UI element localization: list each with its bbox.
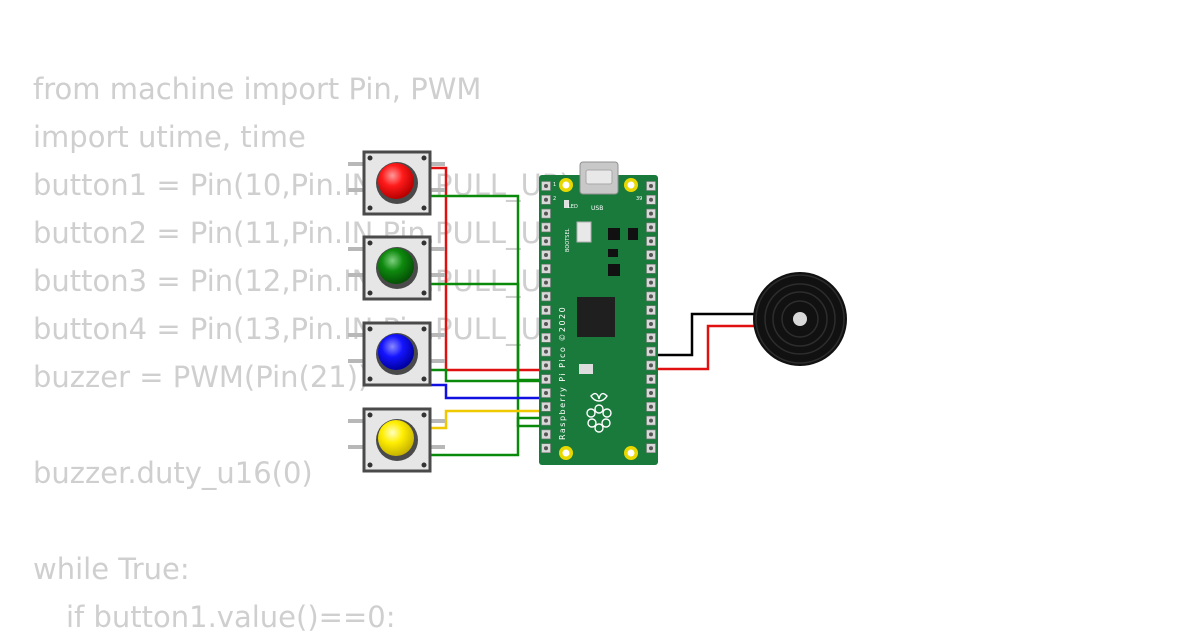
button-leg [428, 445, 445, 449]
button-leg [348, 162, 365, 166]
pushbutton-red[interactable] [348, 150, 445, 216]
board-name: Raspberry Pi Pico ©2020 [558, 306, 567, 440]
code-line: if button1.value()==0: [66, 600, 396, 634]
button-leg [348, 419, 365, 423]
button-leg [428, 273, 445, 277]
wire-buzzer-red [648, 324, 760, 371]
button-cap-yellow[interactable] [378, 420, 414, 456]
pin-label-1: 1 [553, 182, 556, 188]
button-leg [428, 188, 445, 192]
pushbuttons [348, 150, 445, 473]
button-cap-blue[interactable] [378, 334, 414, 370]
button-leg [348, 359, 365, 363]
pico-board: LED USB 1 2 39 BOOTSEL Raspberry Pi Pico… [539, 161, 658, 465]
code-line: from machine import Pin, PWM [33, 72, 482, 106]
button-cap-red[interactable] [378, 163, 414, 199]
bootsel-label: BOOTSEL [565, 228, 571, 252]
buzzer-icon [753, 272, 847, 366]
rp2040-chip [577, 297, 615, 337]
pico-pin-headers [541, 181, 656, 454]
code-line: buzzer = PWM(Pin(21)) [33, 360, 370, 394]
button-leg [348, 273, 365, 277]
pushbutton-yellow[interactable] [348, 407, 445, 473]
wire-red-gnd [431, 166, 548, 372]
code-line: while True: [33, 552, 190, 586]
wire-green-button2 [431, 282, 548, 428]
button-leg [348, 445, 365, 449]
button-cap-green[interactable] [378, 248, 414, 284]
usb-label: USB [591, 205, 603, 212]
wire-green-button1 [431, 194, 548, 382]
raspberry-logo-icon [586, 392, 612, 433]
pin-label-39: 39 [636, 196, 642, 202]
code-line: buzzer.duty_u16(0) [33, 456, 313, 490]
usb-port-icon [579, 161, 619, 195]
led-component [564, 200, 569, 208]
button-leg [428, 162, 445, 166]
pin-label-2: 2 [553, 196, 556, 202]
led-label: LED [568, 204, 578, 210]
button-leg [428, 419, 445, 423]
code-line: import utime, time [33, 120, 306, 154]
wire-blue [431, 383, 548, 400]
button-leg [348, 247, 365, 251]
button-leg [348, 333, 365, 337]
wire-buzzer-black [648, 312, 760, 357]
button-leg [428, 247, 445, 251]
button-leg [348, 188, 365, 192]
button-leg [428, 359, 445, 363]
pushbutton-blue[interactable] [348, 321, 445, 387]
bootsel-button[interactable] [576, 221, 592, 243]
wire-green-button4 [431, 416, 548, 457]
button-leg [428, 333, 445, 337]
pushbutton-green[interactable] [348, 235, 445, 301]
wire-green-button3 [431, 368, 548, 383]
wire-yellow [431, 409, 548, 430]
wires [431, 166, 760, 457]
